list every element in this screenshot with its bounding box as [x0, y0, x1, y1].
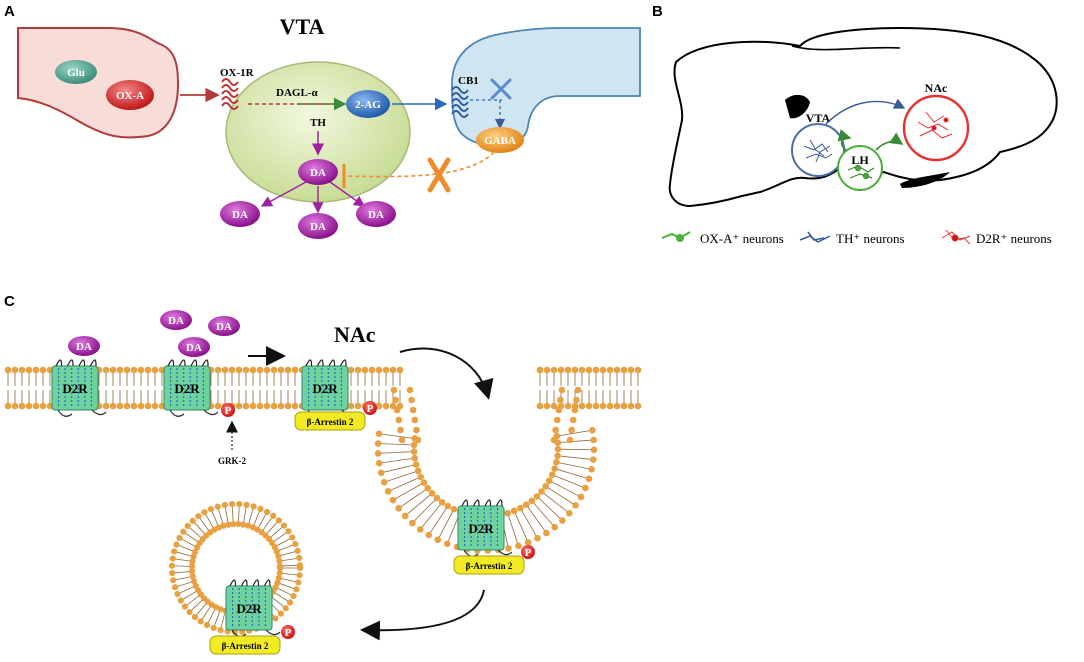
ventricle-shape: [785, 94, 810, 119]
cb1-receptor-icon: [451, 86, 469, 118]
d2r-label: D2R: [312, 381, 338, 396]
oxa-neuron-legend-icon: [661, 231, 691, 242]
nac-region-label: NAc: [925, 81, 948, 95]
gaba-label: GABA: [484, 135, 516, 147]
d2r-receptor-1: D2R: [51, 359, 107, 417]
arrestin-4: β-Arrestin 2 P: [453, 545, 535, 575]
orexin-neuron-terminal: [17, 27, 180, 139]
legend-oxa-neurons: OX-A⁺ neurons: [700, 231, 784, 246]
panel-a-letter: A: [4, 3, 15, 20]
th-neuron-legend-icon: [799, 231, 831, 243]
legend-th-neurons: TH⁺ neurons: [836, 231, 905, 246]
phospho-label-2: P: [225, 405, 232, 417]
oxa-neuron-cluster-icon: [847, 164, 875, 180]
d2r-receptor-5: D2R: [225, 579, 281, 637]
gaba-block-x-icon: [427, 157, 451, 193]
d2r-receptor-2: D2R: [163, 359, 219, 417]
gaba-neuron-terminal: [451, 27, 641, 147]
panel-c-title: NAc: [334, 322, 376, 347]
legend-d2r-neurons: D2R⁺ neurons: [976, 231, 1052, 246]
da-molecule-1: [220, 201, 260, 227]
oxa-label: OX-A: [116, 90, 144, 102]
panel-a-title: VTA: [280, 14, 325, 39]
arrestin-label-4: β-Arrestin 2: [466, 561, 513, 571]
da-label-center: DA: [310, 167, 326, 179]
d2r-receptor-3: D2R: [301, 359, 357, 417]
da-label-3: DA: [368, 209, 384, 221]
brain-sulcus: [791, 45, 901, 51]
oxa-vesicle: [106, 80, 154, 110]
glu-label: Glu: [67, 67, 85, 79]
lh-to-nac-arrow: [875, 132, 904, 151]
panel-a: A VTA Glu OX-A OX-1R DAGL-α 2-AG: [4, 3, 641, 239]
ox1r-label: OX-1R: [220, 67, 255, 79]
da-label-1: DA: [232, 209, 248, 221]
panel-c: C NAc DA DA DA DA D2R D2R D2R D2R D2R P …: [4, 293, 642, 655]
2ag-molecule: [346, 90, 390, 118]
vta-region: [791, 123, 845, 177]
da-molecule-c1: [68, 336, 100, 356]
phospho-label-4: P: [525, 547, 532, 559]
th-neuron-cluster-icon: [803, 139, 833, 163]
internalization-arrow: [399, 347, 494, 400]
cb1-block-x-icon: [490, 78, 512, 100]
arrestin-label-5: β-Arrestin 2: [222, 641, 269, 651]
phospho-label-3: P: [367, 403, 374, 415]
lh-region-label: LH: [851, 153, 869, 167]
da-label-c3: DA: [216, 321, 232, 333]
phospho-2: P: [221, 403, 235, 417]
da-label-c1: DA: [76, 341, 92, 353]
panel-c-letter: C: [4, 293, 15, 310]
d2r-receptor-4: D2R: [457, 499, 513, 557]
vta-to-nac-arrow: [825, 98, 906, 125]
da-label-c4: DA: [186, 342, 202, 354]
vta-region-label: VTA: [806, 111, 831, 125]
invaginating-membrane: [374, 386, 598, 554]
lh-to-vta-arrow: [837, 129, 852, 151]
d2r-neuron-legend-icon: [941, 229, 971, 245]
da-label-2: DA: [310, 221, 326, 233]
da-molecule-2: [298, 213, 338, 239]
d2r-label: D2R: [468, 521, 494, 536]
da-release-arrow-right: [329, 181, 366, 207]
pons-shape: [900, 172, 950, 188]
d2r-label: D2R: [62, 381, 88, 396]
gaba-vesicle: [476, 127, 524, 153]
panel-b-letter: B: [652, 3, 663, 20]
glu-vesicle: [55, 60, 97, 84]
da-molecule-center: [298, 159, 338, 185]
arrestin-label-3: β-Arrestin 2: [307, 417, 354, 427]
grk2-label: GRK-2: [218, 456, 246, 466]
da-label-c2: DA: [168, 315, 184, 327]
d2r-label: D2R: [236, 601, 262, 616]
dagl-label: DAGL-α: [276, 87, 318, 99]
arrestin-3: β-Arrestin 2 P: [294, 401, 377, 431]
cb1-label: CB1: [458, 75, 479, 87]
da-release-arrow-left: [260, 181, 307, 207]
th-label: TH: [310, 117, 326, 129]
2ag-label: 2-AG: [355, 99, 381, 111]
phospho-label-5: P: [285, 627, 292, 639]
legend: OX-A⁺ neurons TH⁺ neurons D2R⁺ neurons: [661, 229, 1052, 246]
da-molecule-c4: [178, 337, 210, 357]
arrestin-5: β-Arrestin 2 P: [209, 625, 295, 655]
ox1r-receptor-icon: [221, 78, 239, 110]
da-molecule-3: [356, 201, 396, 227]
da-molecule-c3: [208, 316, 240, 336]
d2r-label: D2R: [174, 381, 200, 396]
vesicle-formation-arrow: [360, 589, 485, 641]
da-molecule-c2: [160, 310, 192, 330]
panel-b: B VTA LH: [652, 3, 1058, 246]
d2r-neuron-cluster-icon: [917, 111, 953, 139]
